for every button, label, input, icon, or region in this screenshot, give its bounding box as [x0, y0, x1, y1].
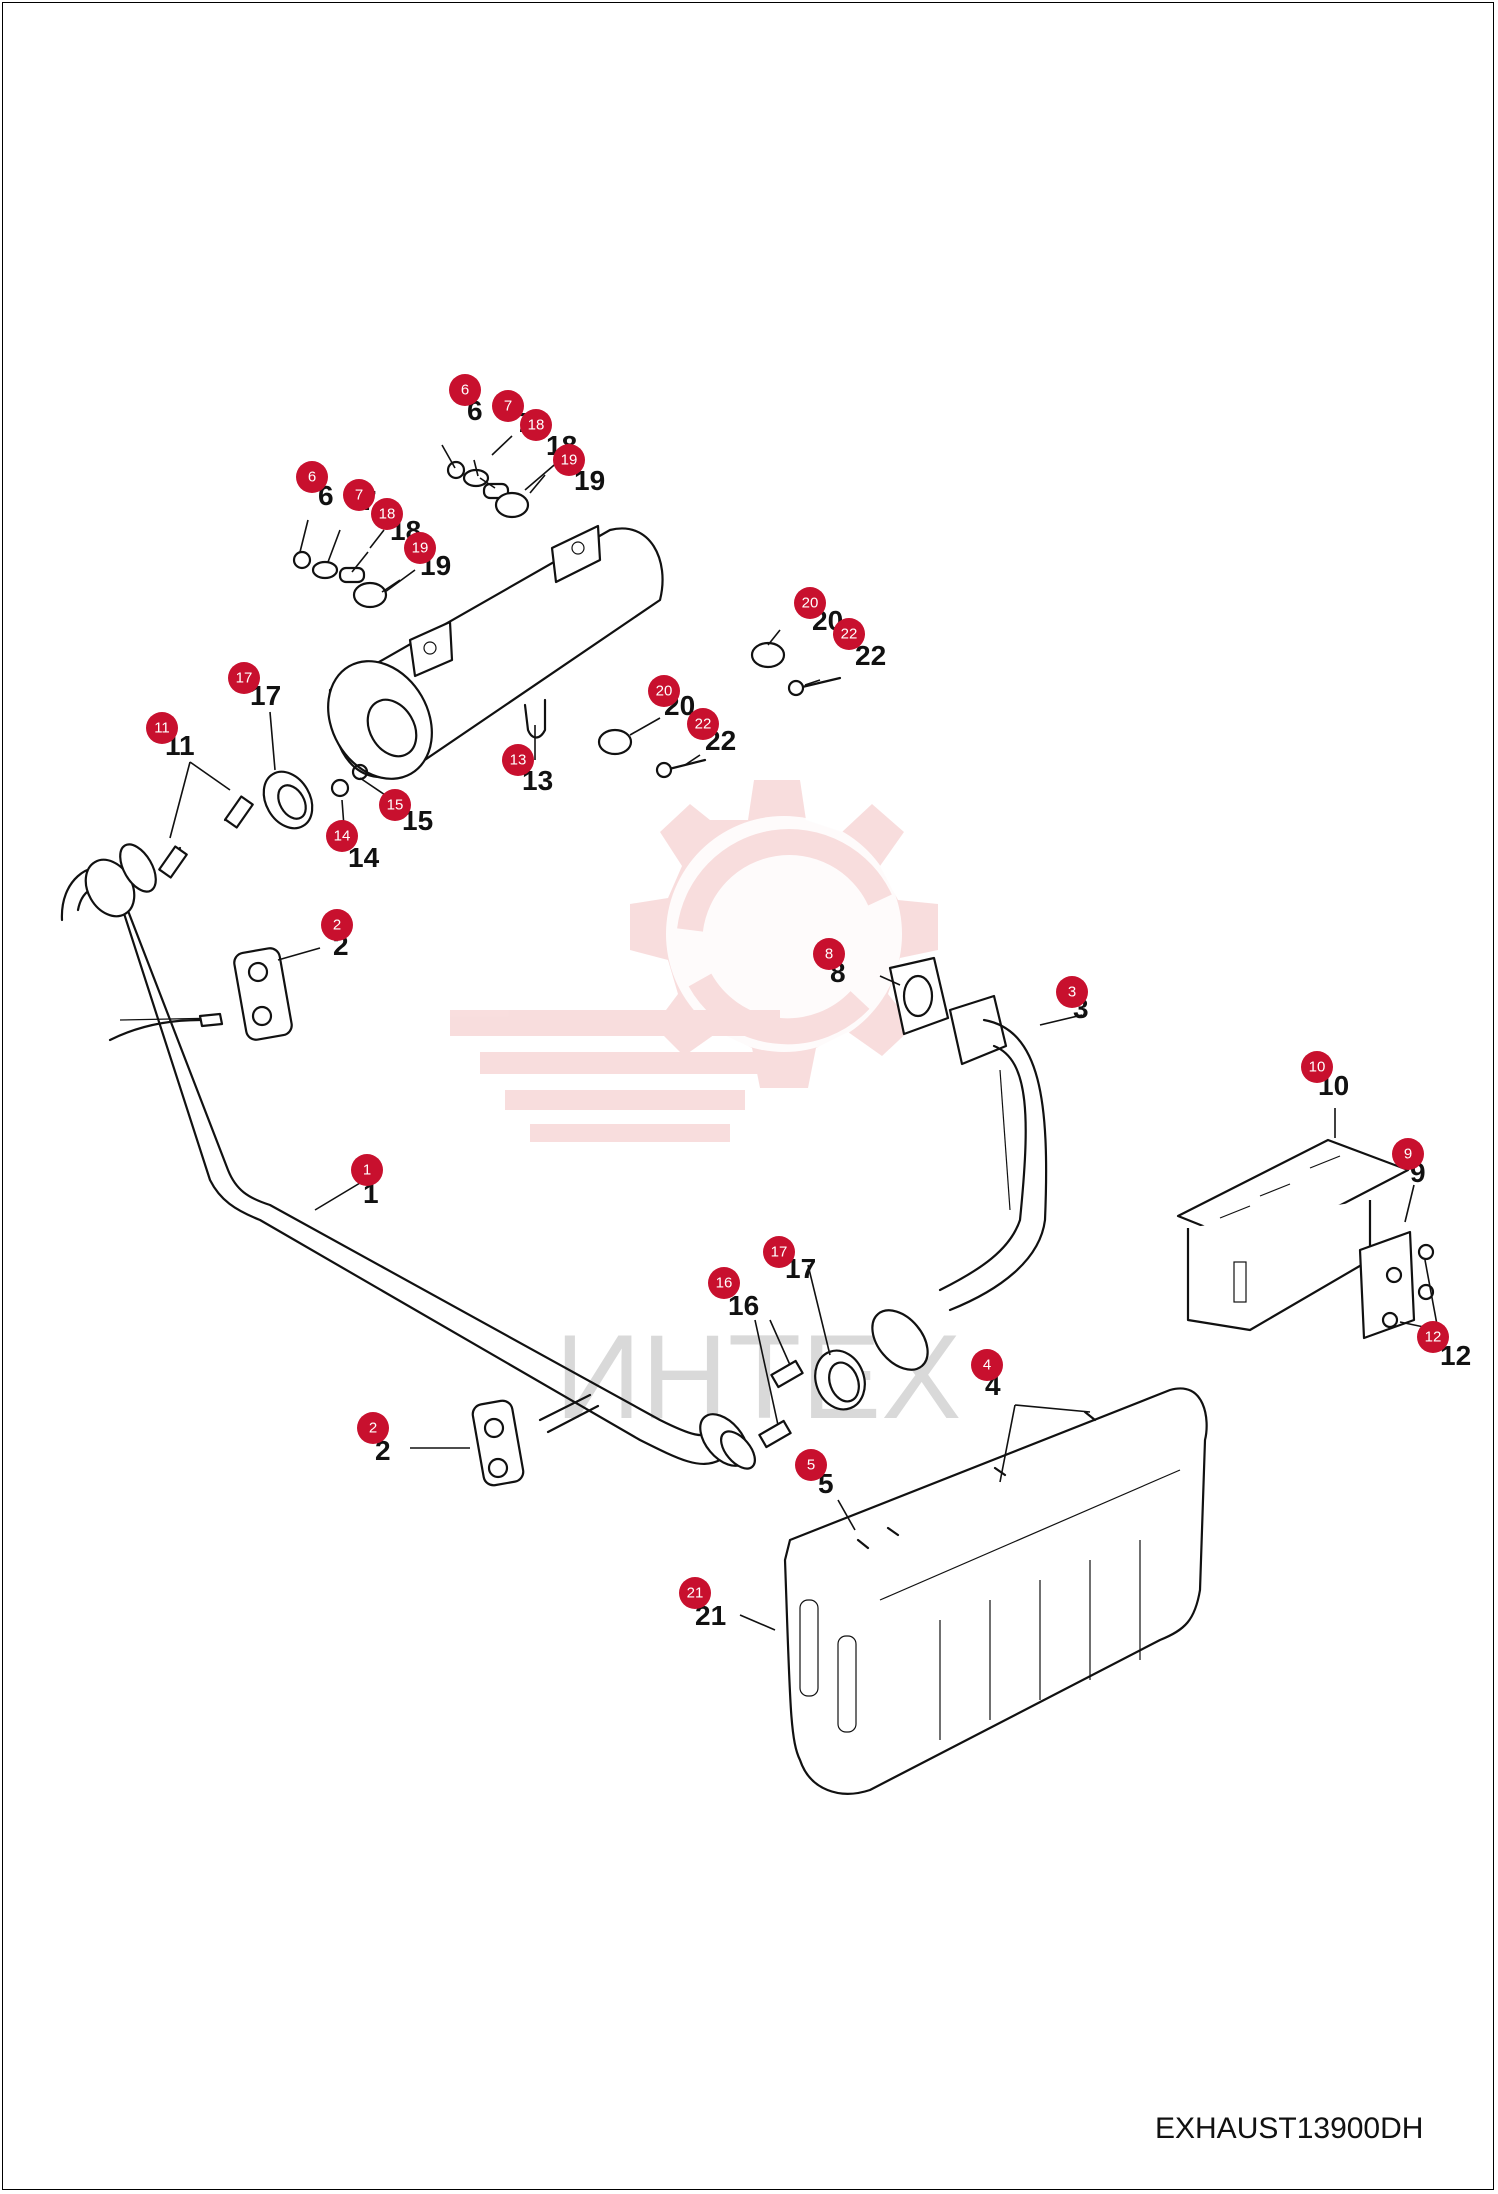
svg-text:22: 22	[695, 716, 712, 733]
watermark-gear-logo	[450, 780, 938, 1142]
badge-13[interactable]: 13	[502, 744, 534, 776]
muffler	[327, 524, 664, 780]
badge-10[interactable]: 10	[1301, 1051, 1333, 1083]
flange-gasket	[888, 956, 950, 1036]
gasket-ring-lower	[814, 1349, 866, 1411]
shield-bolts	[856, 1410, 1097, 1550]
badge-7b[interactable]: 7	[343, 479, 375, 511]
svg-text:7: 7	[355, 487, 363, 504]
svg-text:18: 18	[528, 417, 545, 434]
badge-6b[interactable]: 6	[296, 461, 328, 493]
badge-5[interactable]: 5	[795, 1449, 827, 1481]
bracket	[1176, 1138, 1410, 1332]
svg-text:15: 15	[387, 797, 404, 814]
spring-clamp-lower	[758, 1359, 804, 1449]
svg-text:19: 19	[561, 452, 578, 469]
svg-text:13: 13	[510, 752, 527, 769]
svg-text:2: 2	[369, 1420, 377, 1437]
badge-2a[interactable]: 2	[321, 909, 353, 941]
svg-text:5: 5	[807, 1457, 815, 1474]
hardware-set-right	[446, 460, 530, 519]
svg-text:17: 17	[236, 670, 253, 687]
spring-clamp-upper	[158, 795, 254, 879]
svg-text:19: 19	[412, 540, 429, 557]
badge-15[interactable]: 15	[379, 789, 411, 821]
svg-text:8: 8	[825, 946, 833, 963]
badge-19a[interactable]: 19	[553, 444, 585, 476]
badge-1[interactable]: 1	[351, 1154, 383, 1186]
svg-text:6: 6	[308, 469, 316, 486]
rubber-mount-upper	[233, 947, 293, 1041]
grommet-bolt-lower	[597, 728, 707, 779]
svg-text:17: 17	[771, 1244, 788, 1261]
badge-19b[interactable]: 19	[404, 532, 436, 564]
svg-text:4: 4	[983, 1357, 991, 1374]
nut-and-ring	[330, 763, 369, 798]
callout-badges[interactable]: 1 2 2 3 4 5 6 6 7 7 8 9 10 11 12 13 14 1…	[146, 374, 1449, 1609]
svg-text:16: 16	[716, 1275, 733, 1292]
badge-9[interactable]: 9	[1392, 1138, 1424, 1170]
svg-text:1: 1	[363, 1162, 371, 1179]
svg-text:11: 11	[154, 720, 170, 737]
badge-2b[interactable]: 2	[357, 1412, 389, 1444]
badge-6a[interactable]: 6	[449, 374, 481, 406]
gasket-ring-upper	[262, 770, 314, 830]
svg-text:21: 21	[687, 1585, 704, 1602]
svg-text:10: 10	[1309, 1059, 1326, 1076]
rubber-mount-lower	[471, 1399, 525, 1487]
grommet-bolt-upper	[750, 641, 842, 697]
leader-lines	[169, 435, 1439, 1631]
svg-text:12: 12	[1425, 1329, 1442, 1346]
badge-14[interactable]: 14	[326, 820, 358, 852]
svg-text:3: 3	[1068, 984, 1076, 1001]
badge-20a[interactable]: 20	[794, 587, 826, 619]
badge-12[interactable]: 12	[1417, 1321, 1449, 1353]
badge-8[interactable]: 8	[813, 938, 845, 970]
svg-text:2: 2	[333, 917, 341, 934]
badge-18b[interactable]: 18	[371, 498, 403, 530]
svg-text:18: 18	[379, 506, 396, 523]
svg-text:20: 20	[656, 683, 673, 700]
badge-17a[interactable]: 17	[228, 662, 260, 694]
svg-text:14: 14	[334, 828, 351, 845]
badge-21[interactable]: 21	[679, 1577, 711, 1609]
badge-4[interactable]: 4	[971, 1349, 1003, 1381]
badge-22b[interactable]: 22	[687, 708, 719, 740]
badge-17b[interactable]: 17	[763, 1236, 795, 1268]
badge-7a[interactable]: 7	[492, 390, 524, 422]
svg-text:9: 9	[1404, 1146, 1412, 1163]
badge-3[interactable]: 3	[1056, 976, 1088, 1008]
badge-11[interactable]: 11	[146, 712, 178, 744]
plate-with-nuts	[1358, 1230, 1435, 1340]
badge-18a[interactable]: 18	[520, 409, 552, 441]
svg-text:6: 6	[461, 382, 469, 399]
exhaust-elbow-pipe	[871, 994, 1048, 1371]
exhaust-pipe	[60, 843, 756, 1470]
reference-code: EXHAUST13900DH	[1155, 2112, 1423, 2145]
badge-22a[interactable]: 22	[833, 618, 865, 650]
svg-text:20: 20	[802, 595, 819, 612]
hardware-set-left	[292, 550, 388, 609]
svg-text:22: 22	[841, 626, 858, 643]
svg-text:7: 7	[504, 398, 512, 415]
badge-16[interactable]: 16	[708, 1267, 740, 1299]
heat-shield	[783, 1387, 1208, 1795]
badge-20b[interactable]: 20	[648, 675, 680, 707]
